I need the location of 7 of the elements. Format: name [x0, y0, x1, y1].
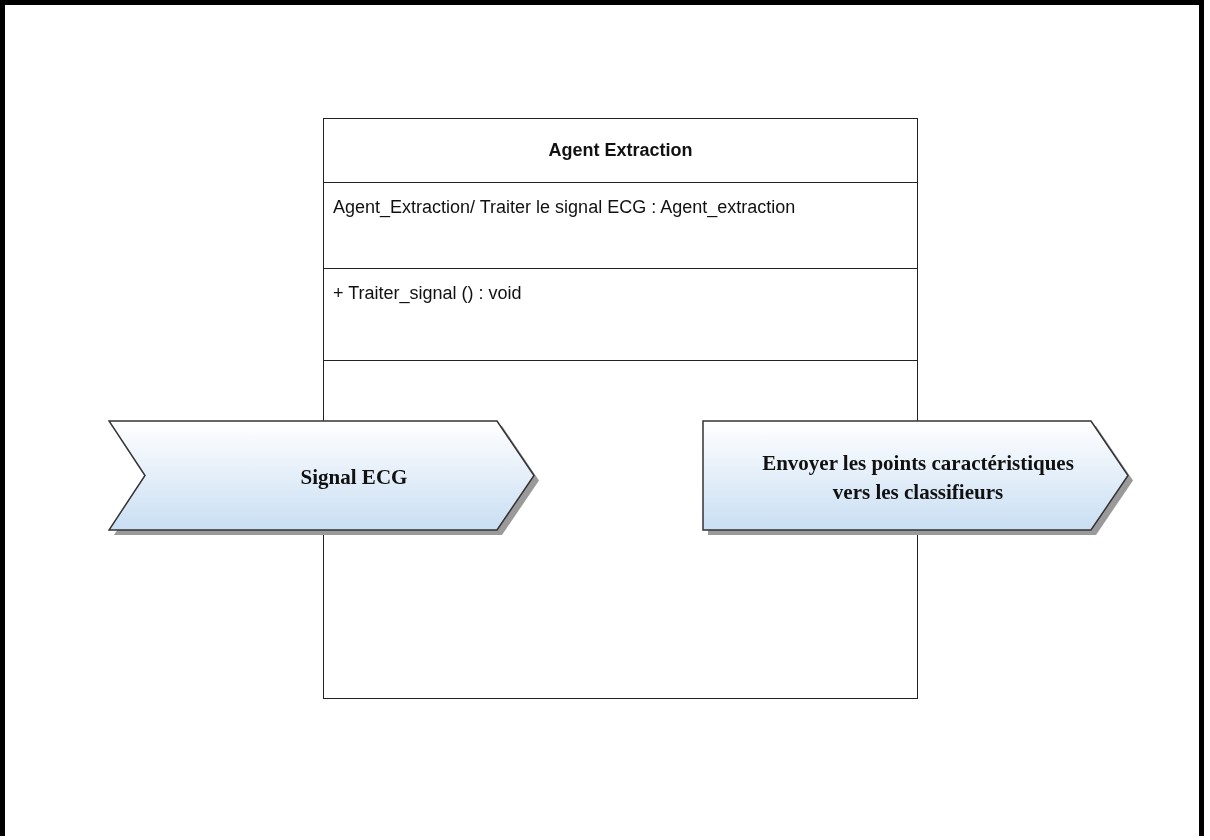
input-signal-shape	[108, 420, 540, 536]
signal-label: Envoyer les points caractéristiques vers les classifieurs	[761, 449, 1075, 506]
signal-label: Signal ECG	[299, 464, 409, 492]
class-operation: + Traiter_signal () : void	[333, 283, 522, 304]
class-name: Agent Extraction	[548, 140, 693, 161]
output-signal-shape	[702, 420, 1134, 536]
class-attribute: Agent_Extraction/ Traiter le signal ECG : Agent_extraction	[333, 197, 796, 218]
